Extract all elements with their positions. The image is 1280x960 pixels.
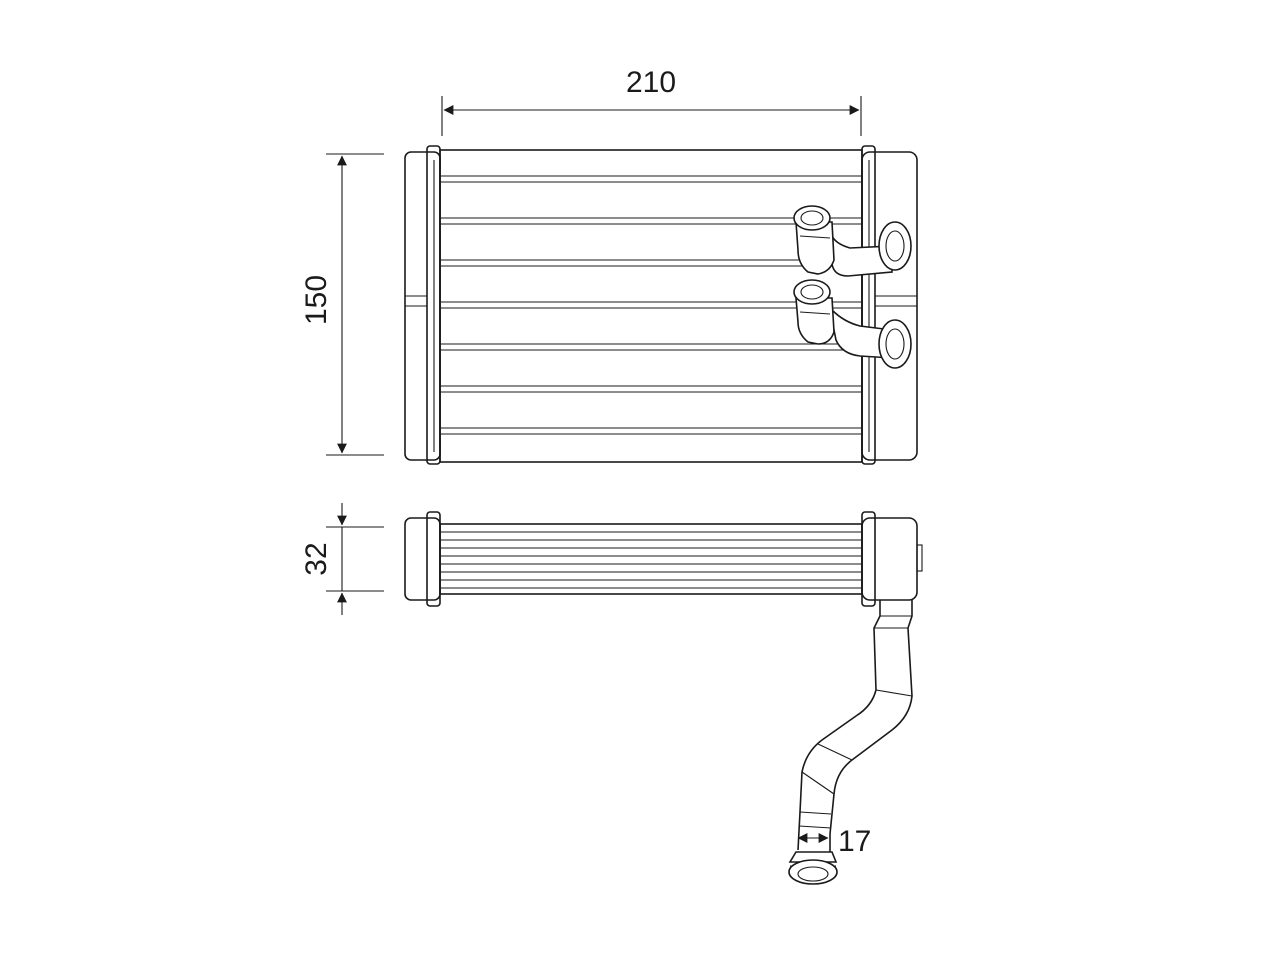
width-label: 210: [626, 66, 676, 99]
left-tank: [404, 145, 441, 465]
side-left-tank: [404, 511, 441, 607]
core-tubes: [440, 175, 862, 435]
side-fins: [440, 531, 862, 589]
height-dimension: 150: [300, 153, 384, 456]
outlet-pipe: [788, 600, 913, 885]
pipe-diameter-dimension: 17: [797, 825, 871, 858]
front-view: [404, 145, 918, 465]
height-label: 150: [300, 275, 333, 325]
upper-pipe: [793, 205, 912, 277]
depth-dimension: 32: [300, 503, 384, 615]
right-tank: [861, 145, 918, 465]
lower-pipe: [793, 279, 912, 369]
width-dimension: 210: [441, 66, 862, 136]
side-right-tank: [861, 511, 923, 607]
pipe-diameter-label: 17: [838, 825, 871, 858]
side-view: [404, 511, 923, 885]
depth-label: 32: [300, 542, 333, 575]
side-core-body: [439, 523, 863, 595]
